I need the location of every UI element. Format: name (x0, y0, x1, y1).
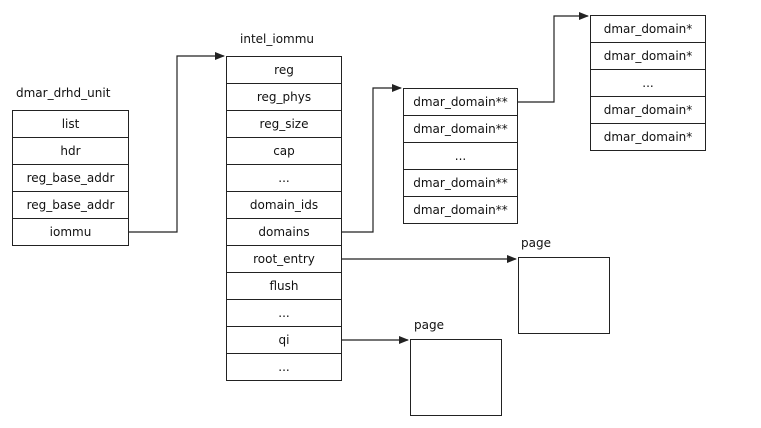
field-reg: reg (227, 57, 341, 84)
field-root-entry: root_entry (227, 246, 341, 273)
field-cap: cap (227, 138, 341, 165)
field-reg-phys: reg_phys (227, 84, 341, 111)
domains-array: dmar_domain** dmar_domain** ... dmar_dom… (403, 88, 518, 224)
root-entry-page-label: page (521, 236, 551, 250)
qi-page-label: page (414, 318, 444, 332)
arrow-domains-entry-to-domain-array (518, 12, 589, 103)
root-entry-page (518, 257, 610, 334)
field-reg-base-addr: reg_base_addr (13, 165, 128, 192)
domains-entry-3: dmar_domain** (404, 170, 517, 197)
domain-pointer-array: dmar_domain* dmar_domain* ... dmar_domai… (590, 15, 706, 151)
field-domain-ids: domain_ids (227, 192, 341, 219)
arrow-domains-to-domains-array (342, 84, 402, 233)
domain-entry-4: dmar_domain* (603, 130, 693, 144)
domain-entry-3: dmar_domain* (591, 97, 705, 124)
field-qi: qi (227, 327, 341, 354)
intel-iommu-title: intel_iommu (240, 32, 315, 46)
field-flush: flush (227, 273, 341, 300)
qi-page (410, 339, 502, 416)
domains-entry-4: dmar_domain** (413, 203, 508, 217)
domain-entry-0: dmar_domain* (591, 16, 705, 43)
domains-entry-0: dmar_domain** (404, 89, 517, 116)
field-domains: domains (227, 219, 341, 246)
intel-iommu-struct: reg reg_phys reg_size cap ... domain_ids… (226, 56, 342, 381)
field-ellipsis-3: ... (278, 360, 290, 374)
domains-entry-ellipsis: ... (404, 143, 517, 170)
domain-entry-1: dmar_domain* (591, 43, 705, 70)
field-hdr: hdr (13, 138, 128, 165)
field-ellipsis-1: ... (227, 165, 341, 192)
dmar-drhd-unit-title: dmar_drhd_unit (16, 86, 111, 100)
field-ellipsis-2: ... (227, 300, 341, 327)
field-reg-base-addr-2: reg_base_addr (13, 192, 128, 219)
field-reg-size: reg_size (227, 111, 341, 138)
domains-entry-1: dmar_domain** (404, 116, 517, 143)
domain-entry-ellipsis: ... (591, 70, 705, 97)
field-list: list (13, 111, 128, 138)
field-iommu: iommu (49, 225, 92, 239)
dmar-drhd-unit-struct: list hdr reg_base_addr reg_base_addr iom… (12, 110, 129, 246)
arrow-iommu-to-intel-iommu (129, 52, 225, 233)
